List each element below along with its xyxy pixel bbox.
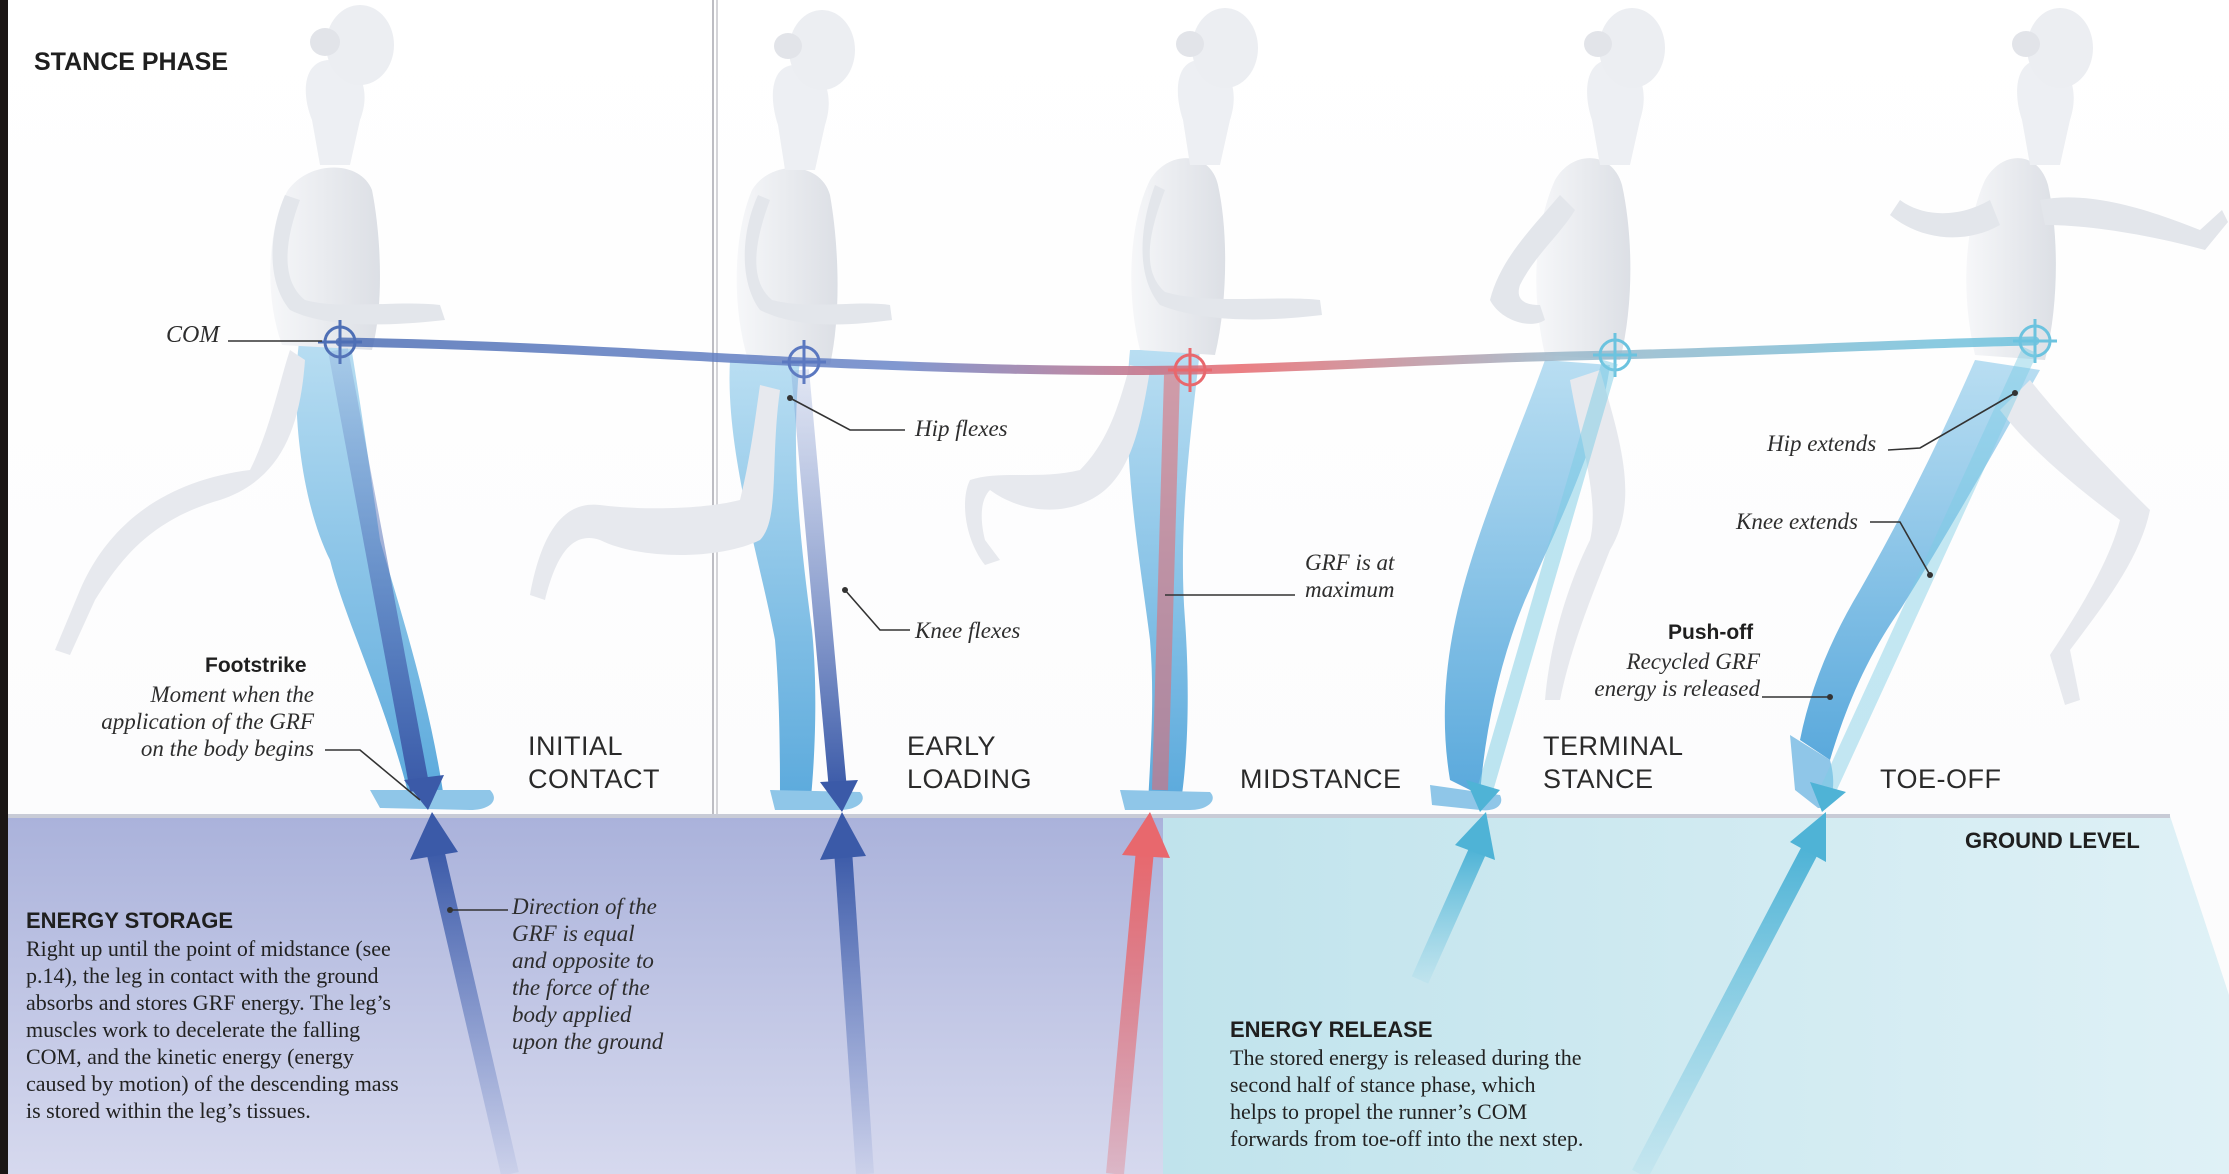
energy-release-title: ENERGY RELEASE xyxy=(1230,1017,1433,1043)
footstrike-text: Moment when the application of the GRF o… xyxy=(88,681,314,762)
knee-extends-label: Knee extends xyxy=(1736,508,1858,535)
diagram-title: STANCE PHASE xyxy=(34,48,228,77)
grf-maximum-label: GRF is at maximum xyxy=(1305,549,1394,603)
phase-label-initial-contact: INITIAL CONTACT xyxy=(528,730,660,796)
hip-extends-label: Hip extends xyxy=(1767,430,1876,457)
phase-label-toe-off: TOE-OFF xyxy=(1880,763,2002,796)
footstrike-title: Footstrike xyxy=(205,654,307,678)
grf-direction-note: Direction of the GRF is equal and opposi… xyxy=(512,893,663,1055)
com-label: COM xyxy=(166,322,219,349)
push-off-text: Recycled GRF energy is released xyxy=(1560,648,1760,702)
phase-label-midstance: MIDSTANCE xyxy=(1240,763,1402,796)
energy-release-text: The stored energy is released during the… xyxy=(1230,1044,1585,1152)
phase-label-early-loading: EARLY LOADING xyxy=(907,730,1032,796)
hip-flexes-label: Hip flexes xyxy=(915,415,1008,442)
knee-flexes-label: Knee flexes xyxy=(915,617,1020,644)
phase-label-terminal-stance: TERMINAL STANCE xyxy=(1543,730,1684,796)
energy-storage-text: Right up until the point of midstance (s… xyxy=(26,935,401,1124)
push-off-title: Push-off xyxy=(1668,621,1753,645)
ground-level-label: GROUND LEVEL xyxy=(1965,828,2140,854)
energy-storage-title: ENERGY STORAGE xyxy=(26,908,233,934)
